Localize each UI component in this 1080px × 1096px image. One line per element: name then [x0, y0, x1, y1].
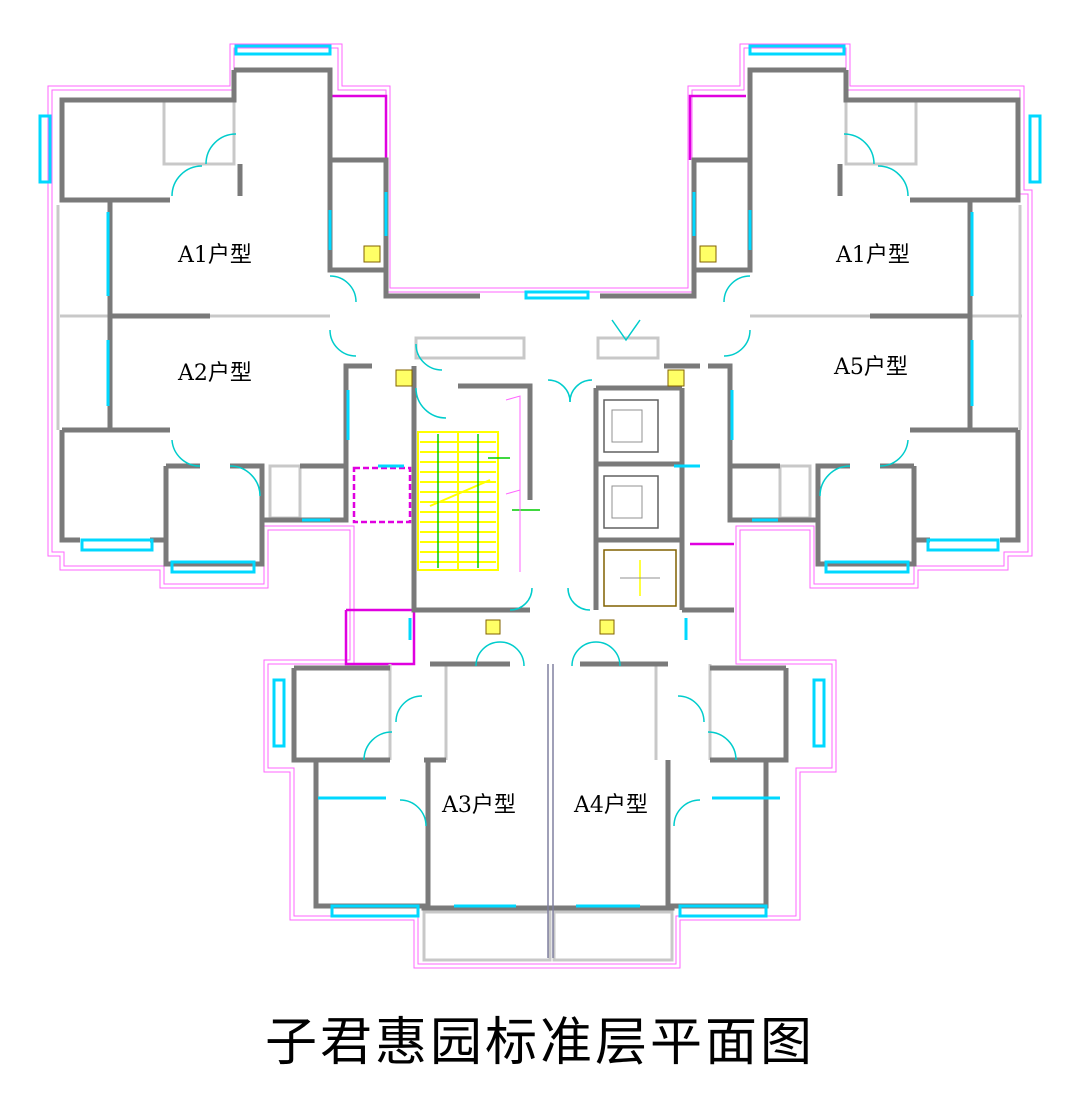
elevator-1	[603, 399, 659, 453]
windows	[38, 44, 1042, 918]
unit-label-a1-left: A1户型	[177, 243, 252, 268]
unit-label-a3: A3户型	[441, 793, 516, 818]
building-outline	[47, 43, 1033, 969]
plan-title: 子君惠园标准层平面图	[264, 1013, 815, 1073]
unit-label-a1-right: A1户型	[835, 243, 910, 268]
unit-label-a5: A5户型	[833, 355, 908, 380]
walls	[59, 67, 1021, 911]
stair-handrails	[437, 434, 540, 568]
elevators	[603, 399, 677, 607]
elevator-2	[603, 475, 659, 529]
staircase	[417, 431, 499, 571]
unit-label-a2: A2户型	[177, 361, 252, 386]
unit-labels: A1户型 A1户型 A2户型 A5户型 A3户型 A4户型	[177, 243, 910, 818]
doors	[171, 133, 909, 827]
partitions	[56, 98, 1022, 962]
shaft-lines	[505, 395, 521, 572]
freight-elevator	[603, 549, 677, 607]
unit-label-a4: A4户型	[573, 793, 648, 818]
duct-symbols	[363, 245, 717, 635]
unit-divider	[547, 664, 554, 958]
magenta-accents	[332, 94, 746, 666]
